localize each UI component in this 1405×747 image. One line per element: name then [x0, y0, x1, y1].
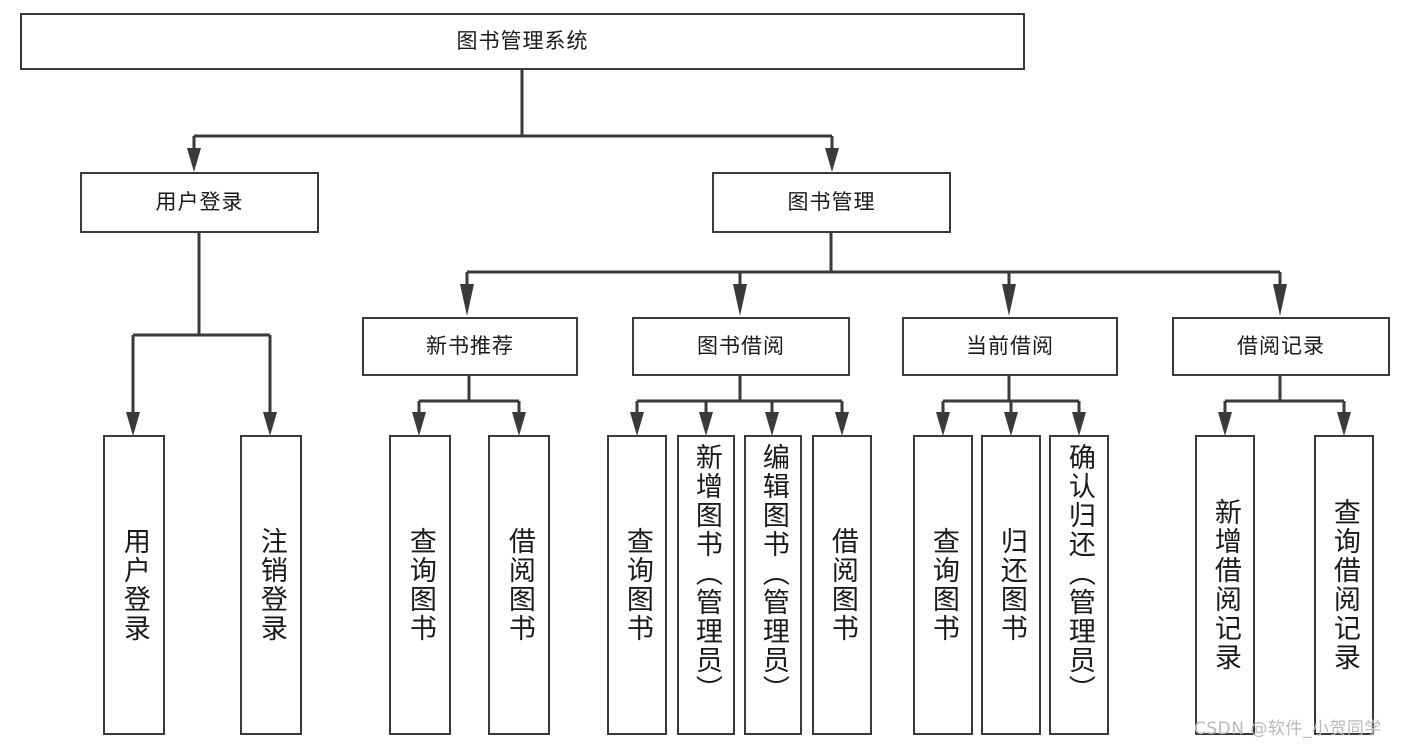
node-label: 当前借阅 — [966, 333, 1054, 358]
leaf-user-login-logout[interactable]: 注销登录 — [240, 435, 302, 735]
leaf-record-query-borrow-record[interactable]: 查询借阅记录 — [1314, 435, 1374, 735]
node-label: 借阅记录 — [1237, 333, 1325, 358]
node-book-borrow[interactable]: 图书借阅 — [632, 317, 850, 376]
node-label: 确认归还（管理员） — [1063, 443, 1095, 704]
node-label: 借阅图书 — [503, 527, 535, 643]
leaf-borrow-add-book-admin[interactable]: 新增图书（管理员） — [677, 435, 735, 735]
leaf-borrow-edit-book-admin[interactable]: 编辑图书（管理员） — [744, 435, 802, 735]
node-label: 注销登录 — [255, 527, 287, 643]
csdn-watermark: CSDN @软件_小贺同学 — [1194, 719, 1382, 739]
node-user-login[interactable]: 用户登录 — [80, 172, 319, 233]
node-label: 查询图书 — [621, 527, 653, 643]
node-current-borrow[interactable]: 当前借阅 — [902, 317, 1118, 376]
node-label: 图书借阅 — [697, 333, 785, 358]
leaf-current-query-book[interactable]: 查询图书 — [913, 435, 973, 735]
node-borrow-record[interactable]: 借阅记录 — [1172, 317, 1390, 376]
leaf-user-login-login[interactable]: 用户登录 — [103, 435, 165, 735]
node-label: 查询借阅记录 — [1328, 498, 1360, 672]
leaf-borrow-borrow-book[interactable]: 借阅图书 — [812, 435, 872, 735]
node-label: 编辑图书（管理员） — [757, 443, 789, 704]
node-label: 图书管理 — [787, 189, 876, 214]
node-label: 归还图书 — [995, 527, 1027, 643]
node-new-book-recommend[interactable]: 新书推荐 — [362, 317, 578, 376]
node-label: 新增图书（管理员） — [690, 443, 722, 704]
node-label: 借阅图书 — [826, 527, 858, 643]
leaf-current-confirm-return-admin[interactable]: 确认归还（管理员） — [1049, 435, 1109, 735]
leaf-borrow-query-book[interactable]: 查询图书 — [607, 435, 667, 735]
leaf-current-return-book[interactable]: 归还图书 — [981, 435, 1041, 735]
node-label: 图书管理系统 — [456, 28, 589, 53]
leaf-recommend-query-book[interactable]: 查询图书 — [389, 435, 451, 735]
node-label: 新增借阅记录 — [1209, 498, 1241, 672]
node-label: 新书推荐 — [426, 333, 514, 358]
node-label: 查询图书 — [404, 527, 436, 643]
leaf-recommend-borrow-book[interactable]: 借阅图书 — [488, 435, 550, 735]
node-label: 用户登录 — [118, 527, 150, 643]
node-label: 查询图书 — [927, 527, 959, 643]
node-label: 用户登录 — [155, 189, 244, 214]
leaf-record-add-borrow-record[interactable]: 新增借阅记录 — [1195, 435, 1255, 735]
node-root-book-management-system[interactable]: 图书管理系统 — [20, 13, 1025, 70]
node-book-management[interactable]: 图书管理 — [712, 172, 951, 233]
